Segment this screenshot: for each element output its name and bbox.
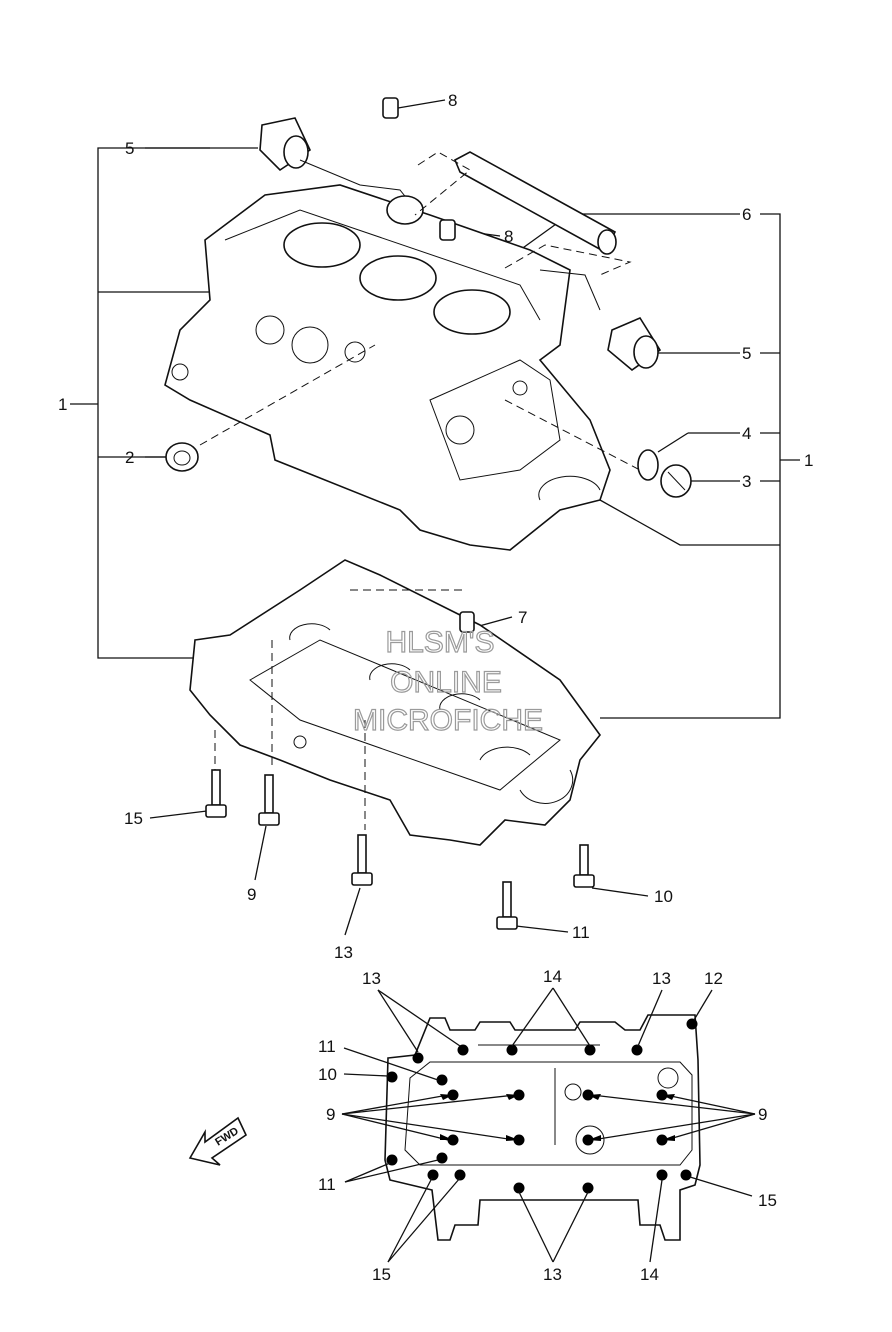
pattern-label-12: 12 <box>704 969 723 988</box>
pipe-part-6 <box>414 151 632 276</box>
fwd-arrow-icon: FWD <box>188 1116 248 1166</box>
callout-15: 15 <box>124 809 143 828</box>
pattern-label-13-topright: 13 <box>652 969 671 988</box>
callout-2: 2 <box>125 448 134 467</box>
callout-5-top: 5 <box>125 139 134 158</box>
assembly-bracket-right <box>599 213 800 719</box>
bolt-part-9 <box>258 774 280 826</box>
callout-6: 6 <box>742 205 751 224</box>
dowel-part-8-mid <box>439 219 456 241</box>
bushing-part-5-top <box>259 117 424 225</box>
upper-crankcase <box>164 184 641 551</box>
svg-text:MICROFICHE: MICROFICHE <box>353 704 543 737</box>
callout-8-mid: 8 <box>504 227 513 246</box>
callout-11: 11 <box>572 923 590 942</box>
dowel-part-8-top <box>382 97 399 119</box>
leader-lines <box>145 99 740 936</box>
pattern-label-9-right: 9 <box>758 1105 767 1124</box>
bolt-pattern-diagram: 13 14 13 12 11 10 9 9 11 15 15 13 14 <box>318 967 777 1284</box>
callout-labels: 1 1 2 3 4 5 5 6 7 8 8 9 10 11 13 15 <box>58 91 813 962</box>
bolt-part-15 <box>205 769 227 818</box>
bolt-part-13 <box>351 834 373 886</box>
callout-13: 13 <box>334 943 353 962</box>
callout-7: 7 <box>518 608 527 627</box>
pattern-label-13-bottom: 13 <box>543 1265 562 1284</box>
pattern-label-14-top: 14 <box>543 967 562 986</box>
bushing-part-5-right <box>539 269 662 372</box>
svg-text:HLSM'S: HLSM'S <box>385 626 494 659</box>
plug-part-2 <box>165 442 199 472</box>
dowel-part-7 <box>459 611 475 633</box>
watermark: HLSM'S ONLINE MICROFICHE <box>352 625 543 737</box>
callout-1-right: 1 <box>804 451 813 470</box>
pattern-label-15-right: 15 <box>758 1191 777 1210</box>
svg-text:ONLINE: ONLINE <box>390 666 502 699</box>
assembly-bracket-left <box>70 147 210 659</box>
pattern-label-14-bottom: 14 <box>640 1265 659 1284</box>
callout-9: 9 <box>247 885 256 904</box>
callout-3: 3 <box>742 472 751 491</box>
pattern-label-11-b: 11 <box>318 1175 336 1194</box>
lower-crankcase <box>189 559 602 846</box>
pattern-label-10: 10 <box>318 1065 337 1084</box>
callout-5-right: 5 <box>742 344 751 363</box>
callout-10: 10 <box>654 887 673 906</box>
o-ring-part-4 <box>637 449 659 481</box>
callout-8-top: 8 <box>448 91 457 110</box>
bolt-part-10 <box>573 844 595 888</box>
pattern-label-11-a: 11 <box>318 1037 336 1056</box>
bolt-part-11 <box>496 881 518 930</box>
pattern-label-13-top: 13 <box>362 969 381 988</box>
callout-4: 4 <box>742 424 751 443</box>
callout-1-left: 1 <box>58 395 67 414</box>
pattern-label-15-bottom: 15 <box>372 1265 391 1284</box>
pattern-label-9-left: 9 <box>326 1105 335 1124</box>
cap-part-3 <box>660 464 692 498</box>
